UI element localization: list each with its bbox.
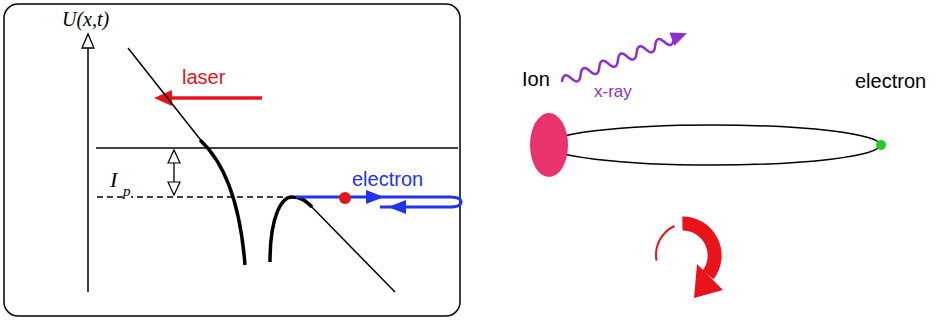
orbit xyxy=(546,125,880,165)
potential-barrier xyxy=(270,197,312,262)
ip-label: I xyxy=(110,167,117,192)
rotation-arc xyxy=(656,226,674,261)
continuum-line xyxy=(96,147,458,149)
path-arrow-head xyxy=(388,200,406,214)
x-ray-wave xyxy=(559,27,689,89)
axis-head xyxy=(82,34,94,48)
potential-line xyxy=(128,48,207,148)
laser-arrow xyxy=(168,96,262,100)
wave-head xyxy=(669,27,689,46)
axis-line xyxy=(87,46,89,292)
potential-line xyxy=(305,200,395,292)
ip-arrow-head xyxy=(168,182,180,195)
potential-well xyxy=(200,140,245,265)
electron-dot xyxy=(339,192,351,204)
ion-label: Ion xyxy=(522,68,550,91)
laser-label: laser xyxy=(182,66,225,89)
electron-label: electron xyxy=(352,168,423,191)
ip-subscript: p xyxy=(123,183,131,200)
ion-body xyxy=(530,113,568,177)
rotation-head xyxy=(694,264,723,298)
electron-dot xyxy=(876,140,886,150)
axis-label: U(x,t) xyxy=(62,8,109,31)
ip-arrow xyxy=(173,160,174,185)
wave-line xyxy=(560,34,675,87)
x-ray-label: x-ray xyxy=(594,82,632,102)
electron-label: electron xyxy=(855,70,926,93)
path-arrow-head xyxy=(366,190,384,204)
ip-arrow-head xyxy=(168,150,180,163)
panel-frame xyxy=(4,4,460,316)
